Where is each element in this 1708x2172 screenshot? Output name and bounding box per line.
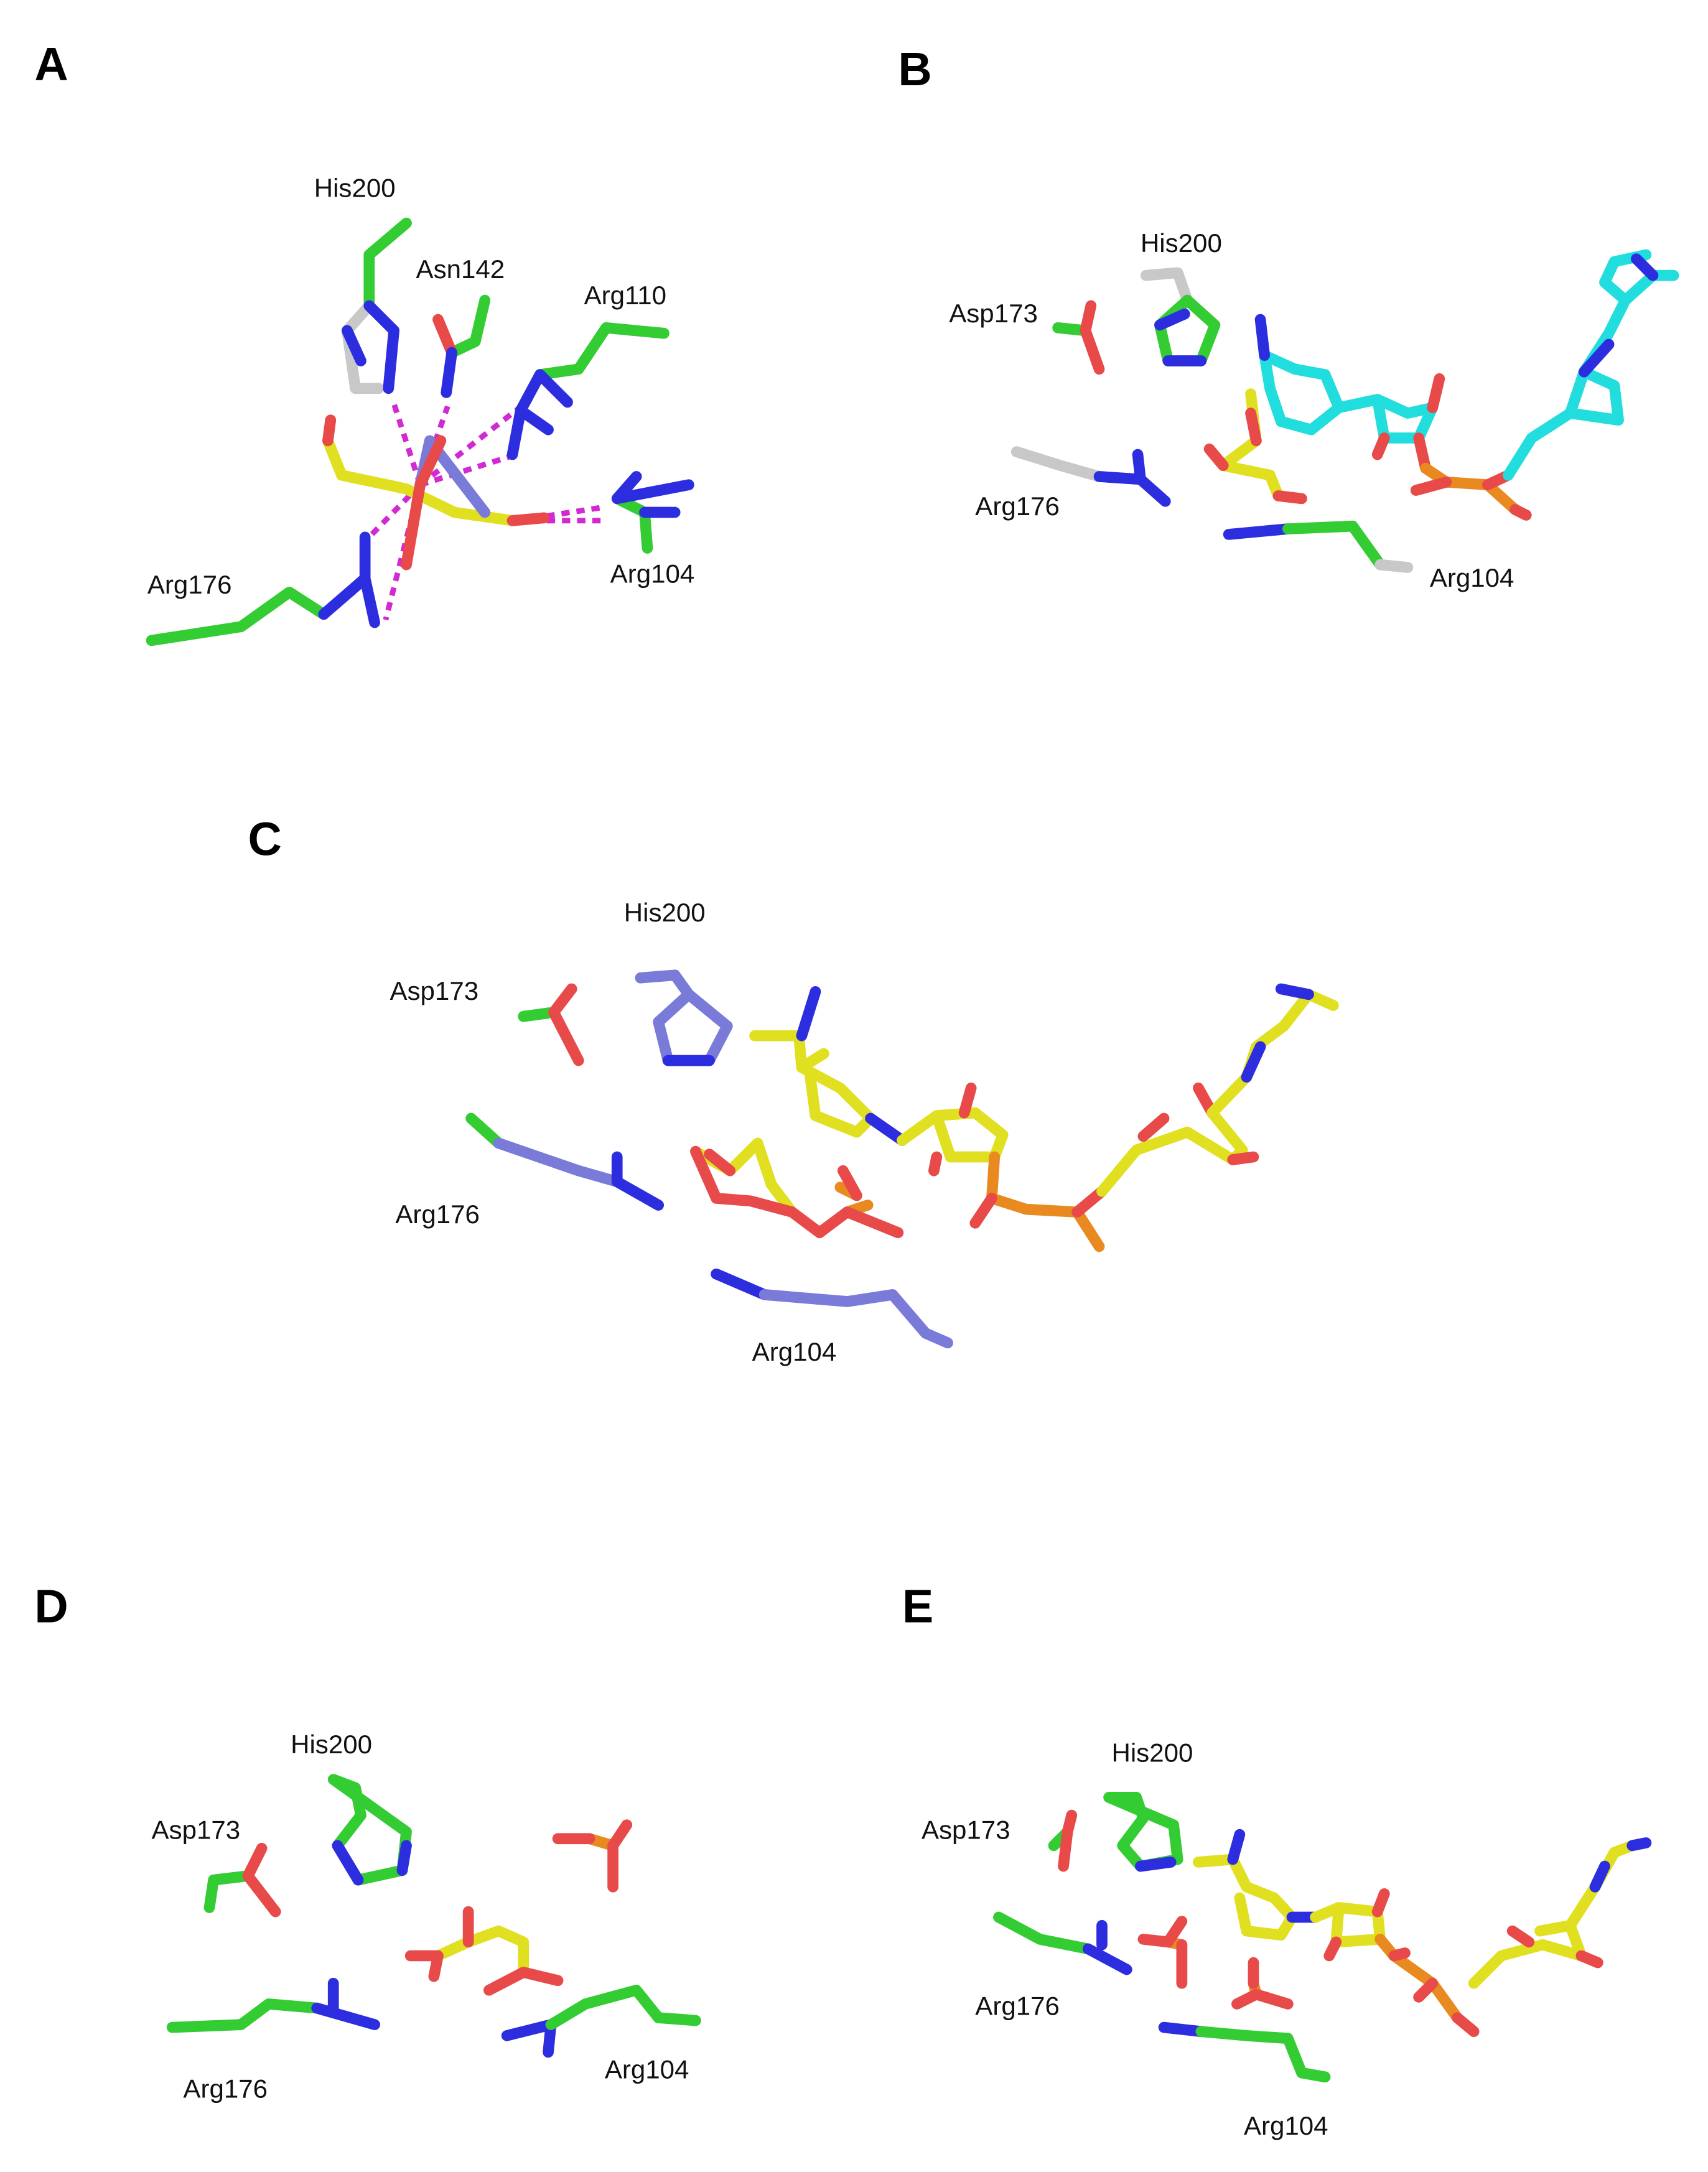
residue-label: Arg110 (584, 281, 666, 310)
arg110-sticks (506, 322, 670, 460)
residue-label: Arg104 (1430, 563, 1514, 592)
panel-e: E His200 Asp173 Arg176 Arg104 (902, 1580, 1652, 2140)
hbond-lines (367, 397, 607, 621)
ligand-sticks (322, 414, 550, 571)
residue-label: Arg104 (1244, 2111, 1328, 2140)
residue-label: His200 (291, 1730, 372, 1759)
residue-label: Arg104 (752, 1337, 837, 1366)
residue-label: Arg176 (975, 1992, 1060, 2021)
panel-b: B His200 Asp173 Arg176 Arg104 (898, 43, 1679, 592)
panel-c: C His200 Asp173 Arg176 Arg104 (248, 813, 1339, 1366)
residue-label: His200 (314, 174, 396, 203)
residue-label: Asp173 (949, 299, 1038, 328)
panel-d: D His200 Asp173 Arg176 Arg104 (34, 1580, 701, 2103)
residue-label: Arg176 (395, 1200, 480, 1229)
residue-label: Asn142 (416, 254, 505, 284)
panel-letter: B (898, 43, 931, 95)
asn142-sticks (432, 294, 491, 398)
panel-a: A His200 A (34, 37, 695, 646)
panel-letter: E (902, 1580, 933, 1633)
residue-label: Arg176 (183, 2074, 268, 2103)
residue-label: His200 (1141, 228, 1222, 258)
his200-sticks (342, 217, 412, 394)
residue-label: Arg176 (975, 492, 1060, 521)
residue-label: Asp173 (922, 1815, 1010, 1844)
residue-label: Asp173 (152, 1815, 241, 1844)
arg176-sticks (146, 531, 380, 646)
residue-label: Asp173 (390, 976, 478, 1005)
panel-letter: D (34, 1580, 68, 1633)
panel-letter: A (34, 37, 68, 90)
residue-label: Arg104 (605, 2054, 689, 2084)
residue-label: Arg104 (610, 559, 695, 588)
residue-label: Arg176 (147, 570, 232, 599)
residue-label: His200 (624, 898, 706, 927)
arg104-sticks (611, 471, 694, 554)
residue-label: His200 (1111, 1738, 1193, 1767)
panel-letter: C (248, 813, 281, 865)
